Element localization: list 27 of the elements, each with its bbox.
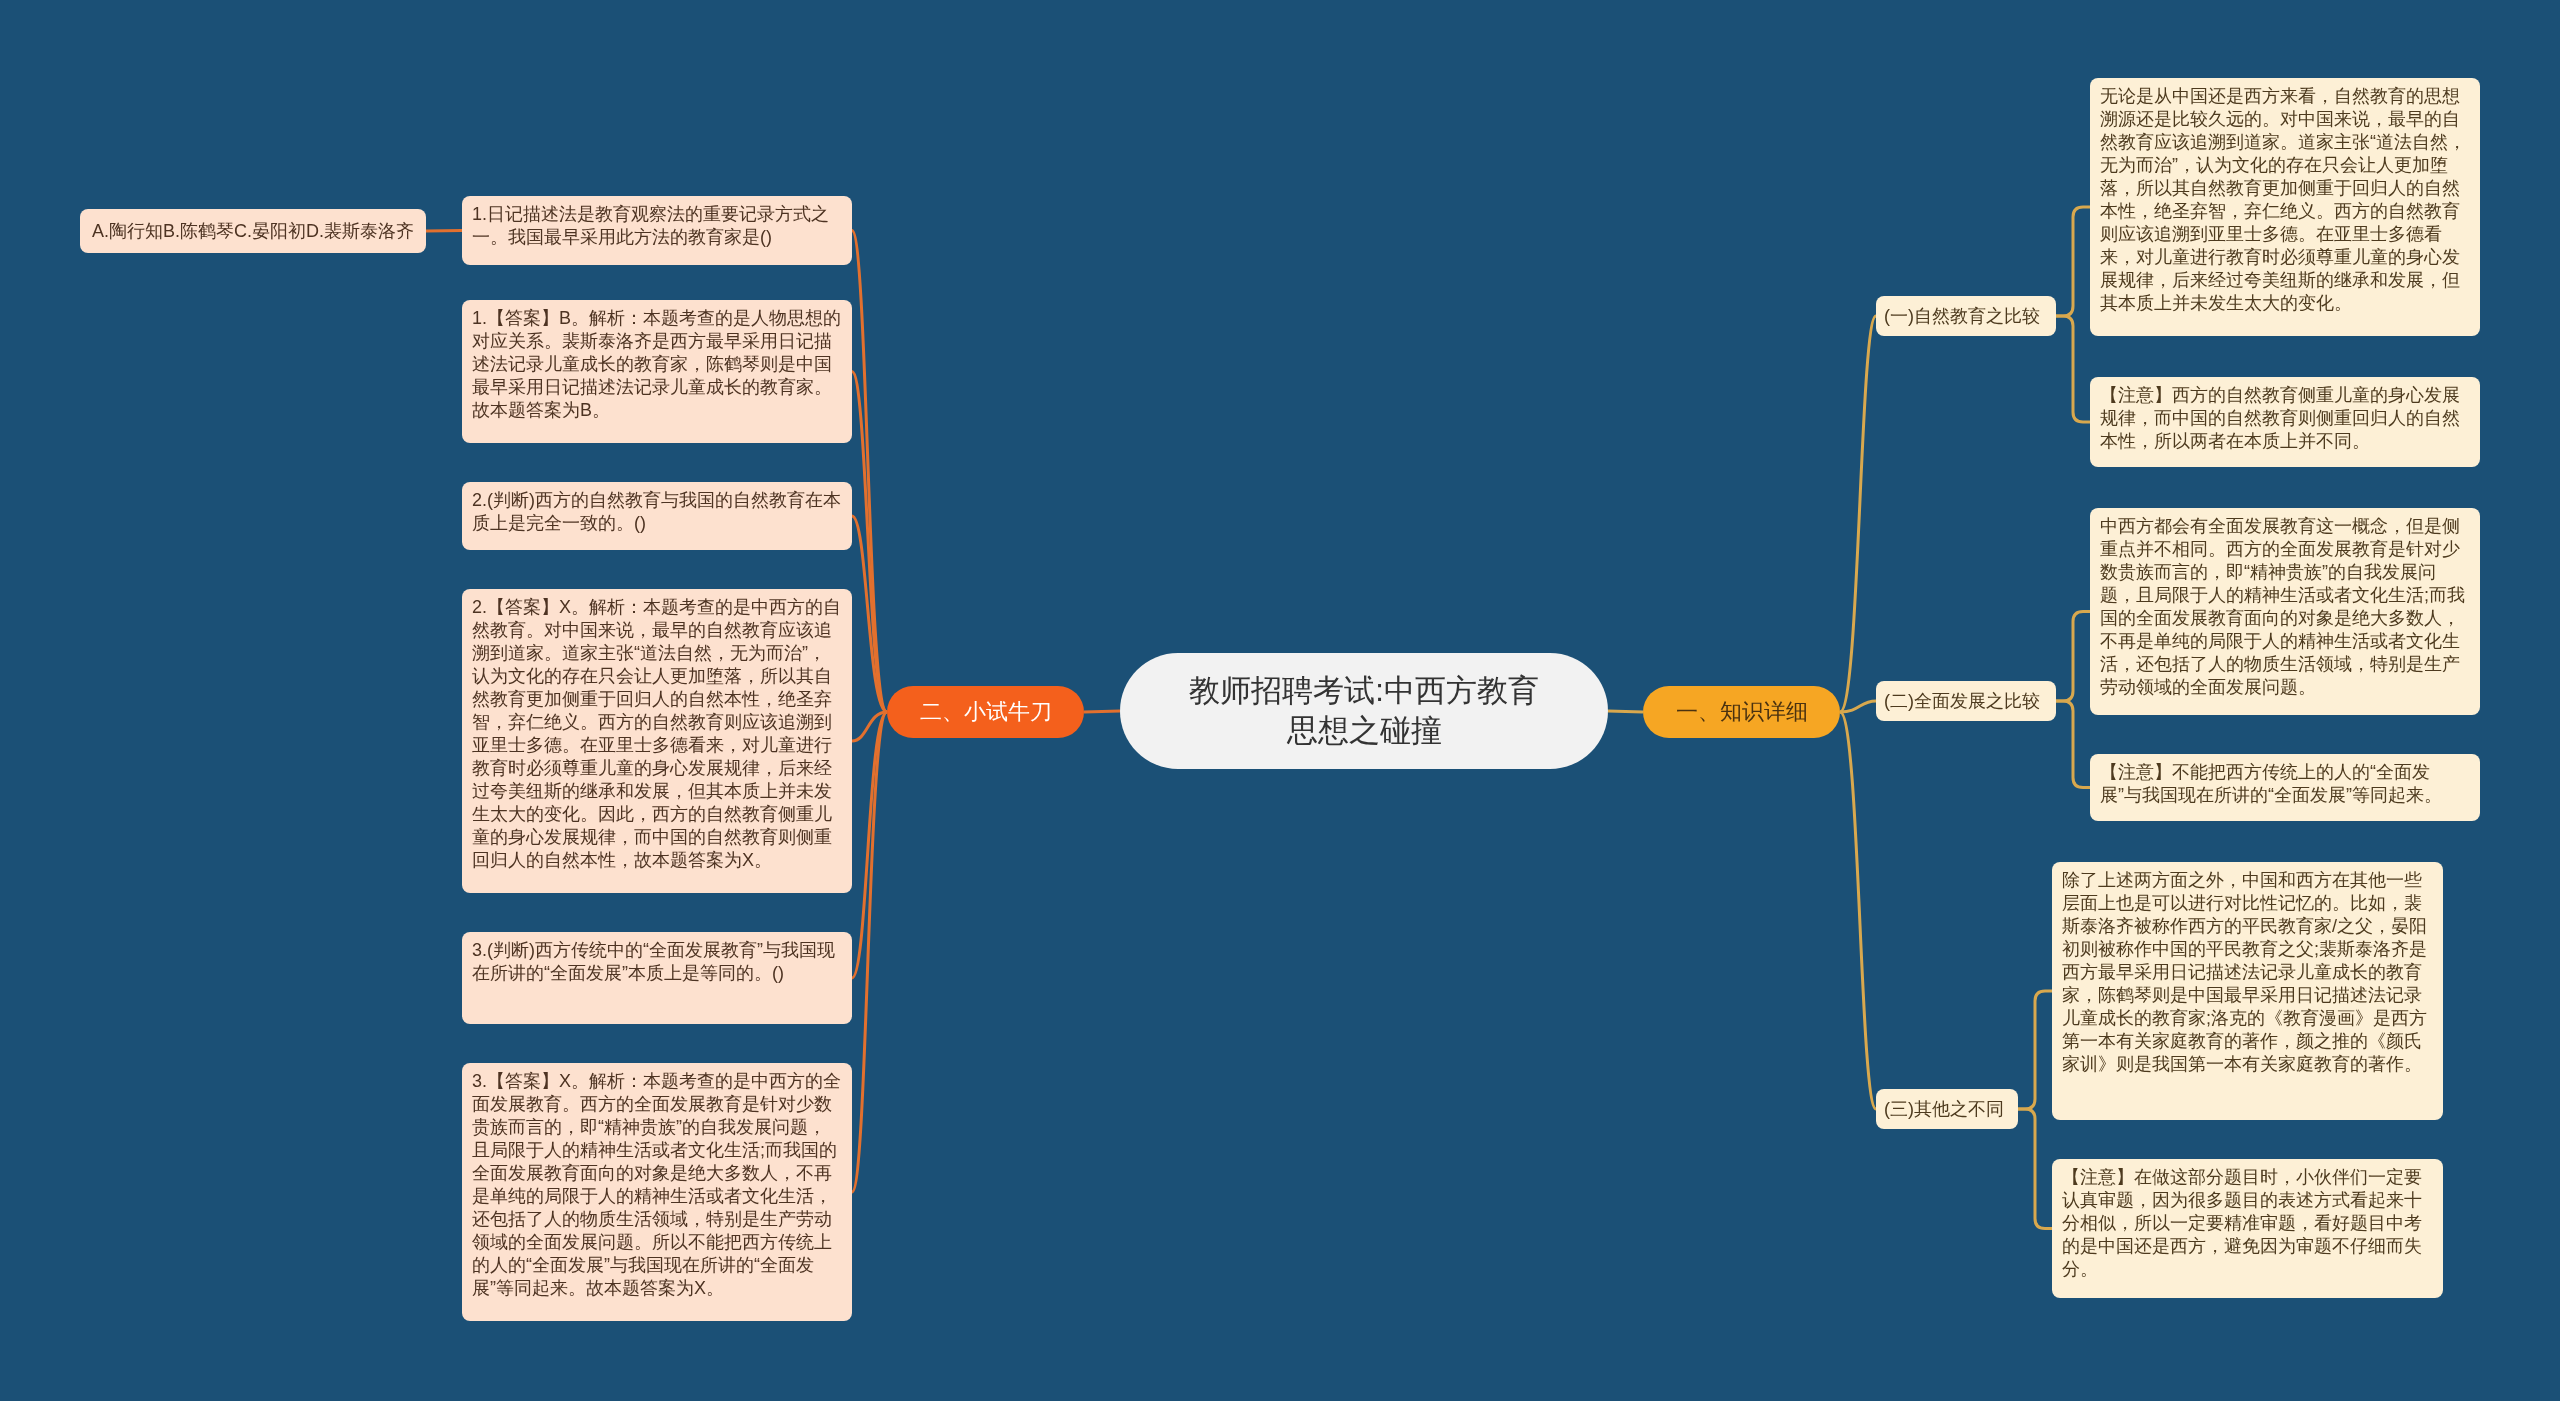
options-box: A.陶行知B.陈鹤琴C.晏阳初D.裴斯泰洛齐 <box>80 209 426 253</box>
question-box: 3.(判断)西方传统中的“全面发展教育”与我国现在所讲的“全面发展”本质上是等同的。() <box>462 932 852 1024</box>
question-box: 2.(判断)西方的自然教育与我国的自然教育在本质上是完全一致的。() <box>462 482 852 550</box>
subtopic-box: (二)全面发展之比较 <box>1876 681 2056 721</box>
explanation-box: 2.【答案】X。解析：本题考查的是中西方的自然教育。对中国来说，最早的自然教育应该追溯到道家。道家主张“道法自然，无为而治”，认为文化的存在只会让人更加堕落，所以其自然教育更加侧重于回归人的自然本性，绝圣弃智，弃仁绝义。西方的自然教育则应该追溯到亚里士多德。在亚里士多德看来，对儿童进行教育时必须尊重儿童的身心发展规律，后来经过夸美纽斯的继承和发展，但其本质上并未发生太大的变化。因此，西方的自然教育侧重儿童的身心发展规律，而中国的自然教育则侧重回归人的自然本性，故本题答案为X。 <box>462 589 852 893</box>
explanation-box: 3.【答案】X。解析：本题考查的是中西方的全面发展教育。西方的全面发展教育是针对少数贵族而言的，即“精神贵族”的自我发展问题，且局限于人的精神生活或者文化生活;而我国的全面发展教育面向的对象是绝大多数人，不再是单纯的局限于人的精神生活或者文化生活，还包括了人的物质生活领域，特别是生产劳动领域的全面发展问题。所以不能把西方传统上的人的“全面发展”与我国现在所讲的“全面发展”等同起来。故本题答案为X。 <box>462 1063 852 1321</box>
connector <box>425 229 463 233</box>
connector <box>850 370 889 713</box>
connector <box>850 711 889 1193</box>
explanation-box: 1.【答案】B。解析：本题考查的是人物思想的对应关系。裴斯泰洛齐是西方最早采用日记描述法记录儿童成长的教育家，陈鹤琴则是中国最早采用日记描述法记录儿童成长的教育家。故本题答案为B。 <box>462 300 852 443</box>
subtopic-box: (三)其他之不同 <box>1876 1089 2018 1129</box>
subtopic-box: (一)自然教育之比较 <box>1876 296 2056 336</box>
note-box: 【注意】在做这部分题目时，小伙伴们一定要认真审题，因为很多题目的表述方式看起来十分相似，所以一定要精准审题，看好题目中考的是中国还是西方，避免因为审题不仔细而失分。 <box>2052 1159 2443 1298</box>
connector <box>1839 699 1877 714</box>
branch-topic: 二、小试牛刀 <box>887 686 1084 738</box>
connector <box>1838 711 1878 1110</box>
connector <box>1083 709 1121 714</box>
branch-topic: 一、知识详细 <box>1643 686 1840 738</box>
connector <box>1607 709 1644 714</box>
note-box: 【注意】西方的自然教育侧重儿童的身心发展规律，而中国的自然教育则侧重回归人的自然本性，所以两者在本质上并不同。 <box>2090 377 2480 467</box>
note-box: 无论是从中国还是西方来看，自然教育的思想溯源还是比较久远的。对中国来说，最早的自然教育应该追溯到道家。道家主张“道法自然，无为而治”，认为文化的存在只会让人更加堕落，所以其自然教育更加侧重于回归人的自然本性，绝圣弃智，弃仁绝义。西方的自然教育则应该追溯到亚里士多德。在亚里士多德看来，对儿童进行教育时必须尊重儿童的身心发展规律，后来经过夸美纽斯的继承和发展，但其本质上并未发生太大的变化。 <box>2090 78 2480 336</box>
central-topic: 教师招聘考试:中西方教育思想之碰撞 <box>1120 653 1608 769</box>
note-box: 中西方都会有全面发展教育这一概念，但是侧重点并不相同。西方的全面发展教育是针对少数贵族而言的，即“精神贵族”的自我发展问题，且局限于人的精神生活或者文化生活;而我国的全面发展教育面向的对象是绝大多数人，不再是单纯的局限于人的精神生活或者文化生活，还包括了人的物质生活领域，特别是生产劳动领域的全面发展问题。 <box>2090 508 2480 715</box>
note-box: 除了上述两方面之外，中国和西方在其他一些层面上也是可以进行对比性记忆的。比如，裴斯泰洛齐被称作西方的平民教育家/之父，晏阳初则被称作中国的平民教育之父;裴斯泰洛齐是西方最早采用日记描述法记录儿童成长的教育家，陈鹤琴则是中国最早采用日记描述法记录儿童成长的教育家;洛克的《教育漫画》是西方第一本有关家庭教育的著作，颜之推的《颜氏家训》则是我国第一本有关家庭教育的著作。 <box>2052 862 2443 1120</box>
connector <box>1838 315 1878 713</box>
note-box: 【注意】不能把西方传统上的人的“全面发展”与我国现在所讲的“全面发展”等同起来。 <box>2090 754 2480 821</box>
question-box: 1.日记描述法是教育观察法的重要记录方式之一。我国最早采用此方法的教育家是() <box>462 196 852 265</box>
